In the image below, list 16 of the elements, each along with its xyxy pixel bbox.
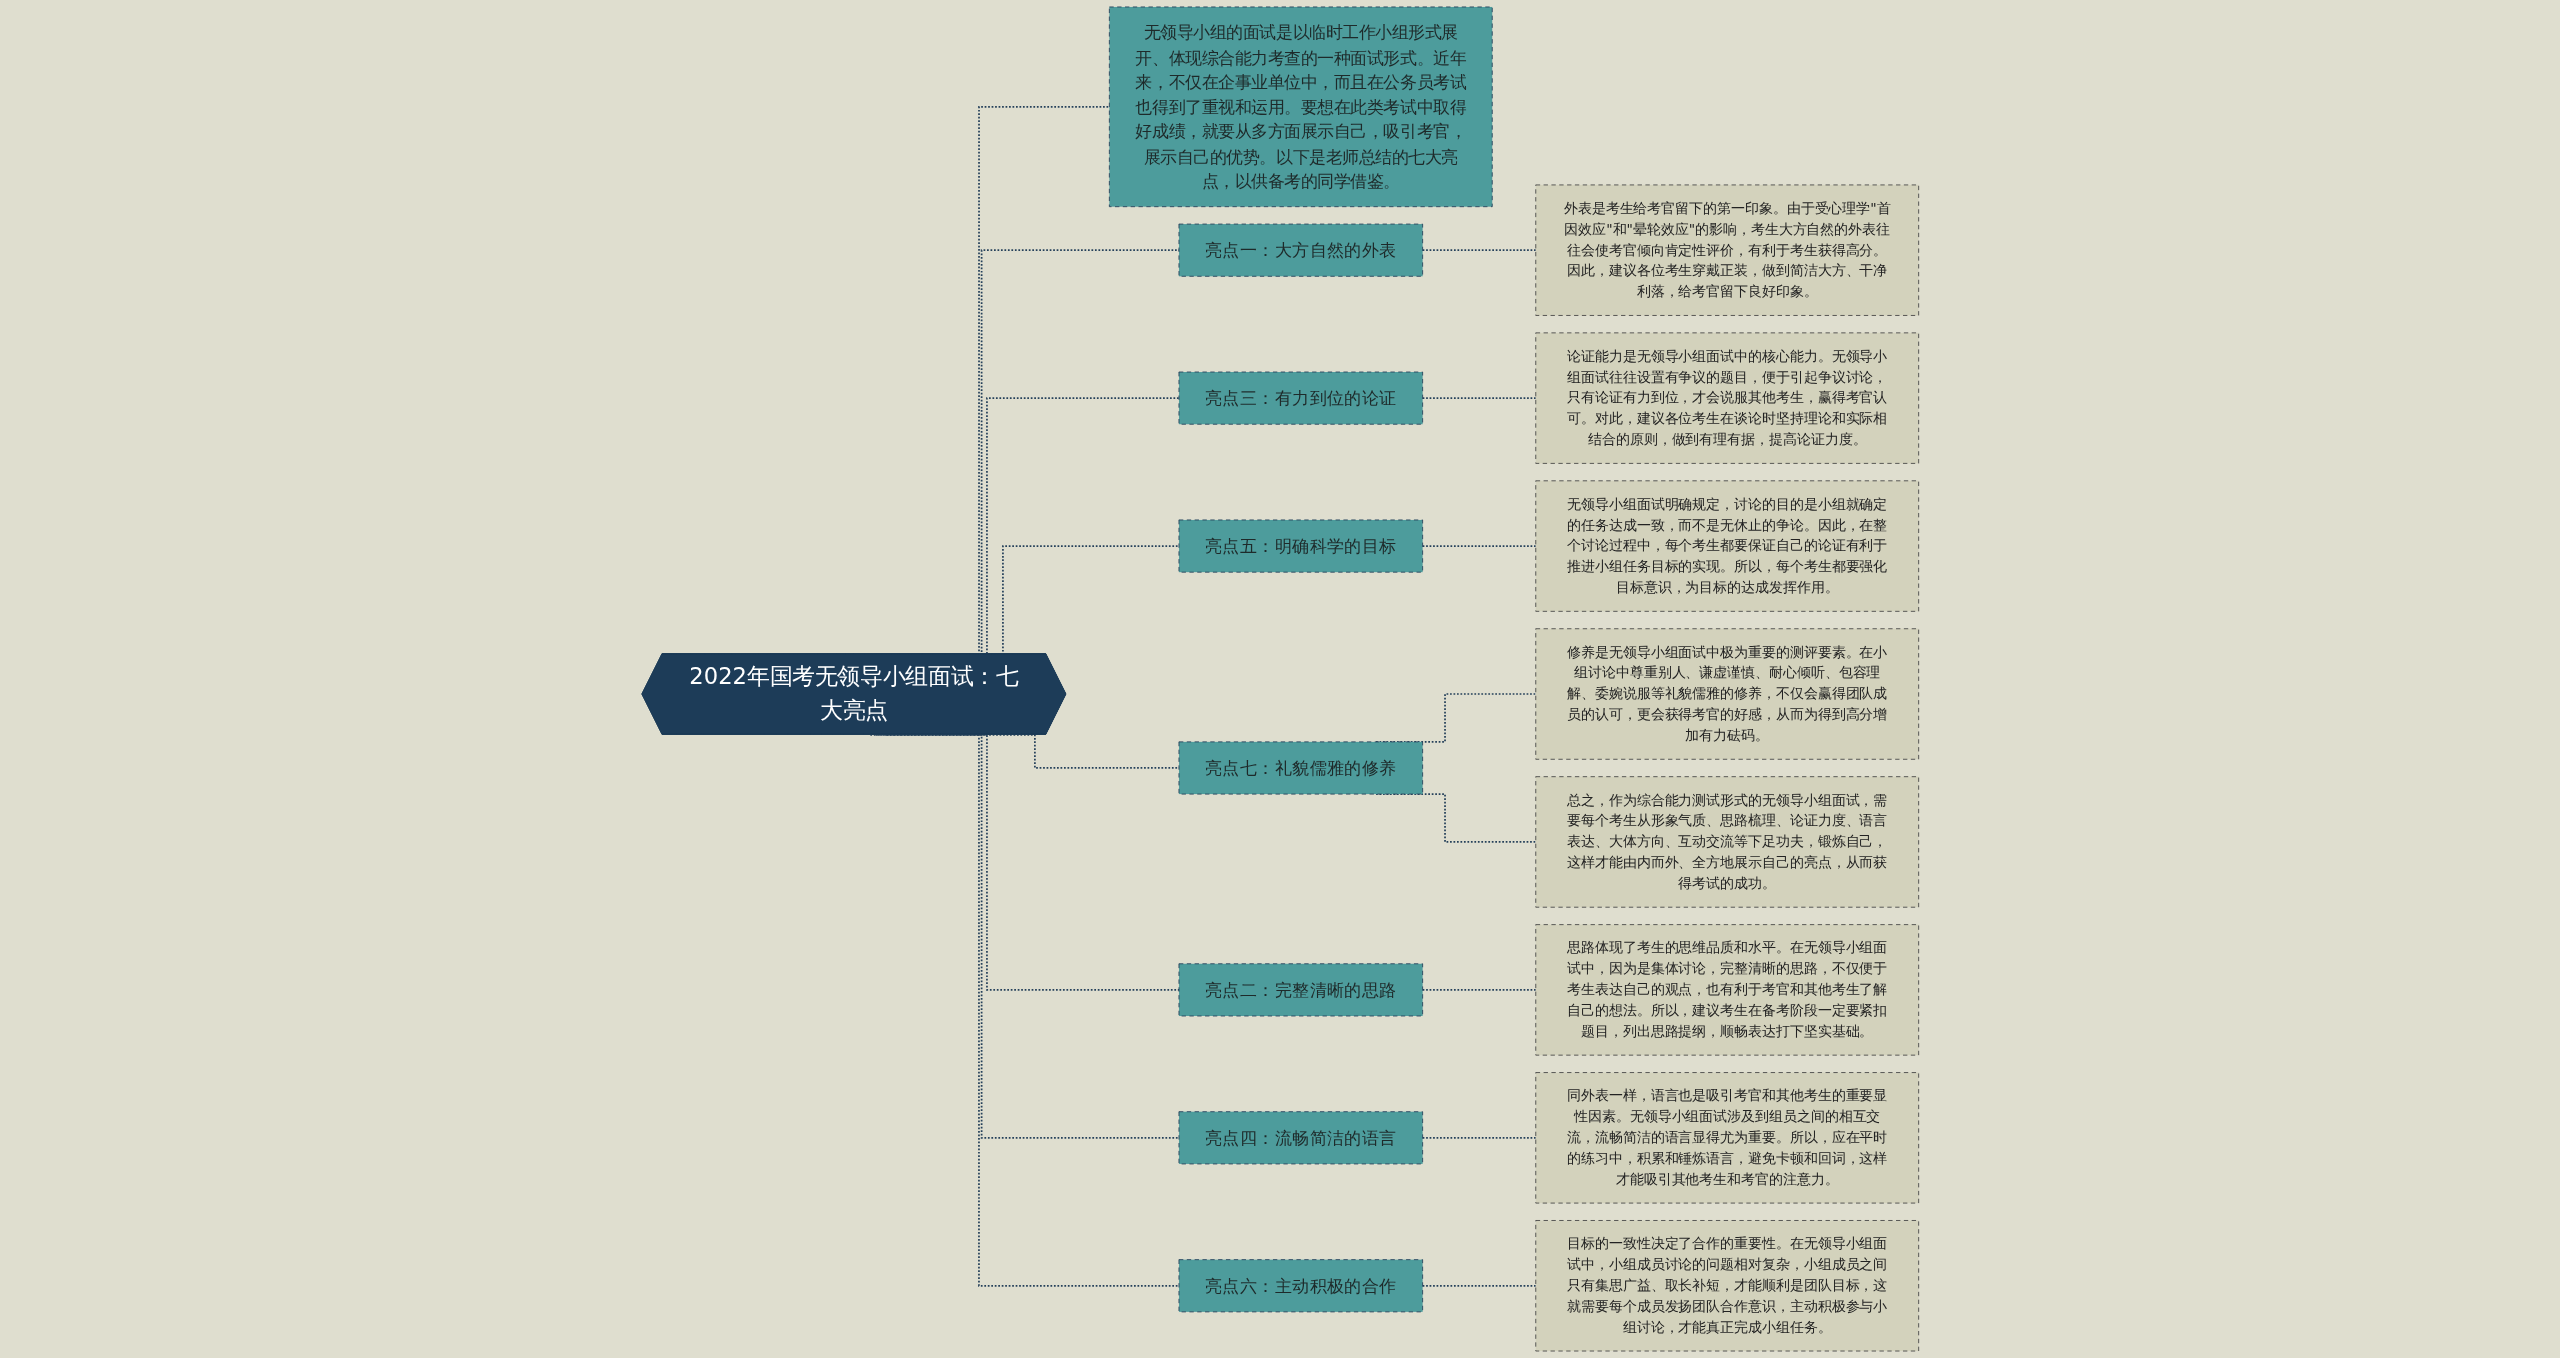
node-box: 修养是无领导小组面试中极为重要的测评要素。在小组讨论中尊重别人、谦虚谨慎、耐心倾听、包容理解、委婉说服等礼貌儒雅的修养，不仅会赢得团队成员的认可，更会获得考官的好感，从而为得到高分增加有力砝码。 <box>1535 628 1919 760</box>
node-box: 亮点三：有力到位的论证 <box>1178 371 1423 425</box>
node-box: 亮点五：明确科学的目标 <box>1178 519 1423 573</box>
node-box: 亮点四：流畅简洁的语言 <box>1178 1111 1423 1165</box>
node-box: 目标的一致性决定了合作的重要性。在无领导小组面试中，小组成员讨论的问题相对复杂，小组成员之间只有集思广益、取长补短，才能顺利是团队目标，这就需要每个成员发扬团队合作意识，主动积极参与小组讨论，才能真正完成小组任务。 <box>1535 1220 1919 1352</box>
node-box: 亮点二：完整清晰的思路 <box>1178 963 1423 1017</box>
node-box: 论证能力是无领导小组面试中的核心能力。无领导小组面试往往设置有争议的题目，便于引起争议讨论，只有论证有力到位，才会说服其他考生，赢得考官认可。对此，建议各位考生在谈论时坚持理论和实际相结合的原则，做到有理有据，提高论证力度。 <box>1535 332 1919 464</box>
node-box: 总之，作为综合能力测试形式的无领导小组面试，需要每个考生从形象气质、思路梳理、论证力度、语言表达、大体方向、互动交流等下足功夫，锻炼自己，这样才能由内而外、全方地展示自己的亮点，从而获得考试的成功。 <box>1535 776 1919 908</box>
node-box: 亮点七：礼貌儒雅的修养 <box>1178 741 1423 795</box>
node-box: 外表是考生给考官留下的第一印象。由于受心理学"首因效应"和"晕轮效应"的影响，考生大方自然的外表往往会使考官倾向肯定性评价，有利于考生获得高分。因此，建议各位考生穿戴正装，做到简洁大方、干净利落，给考官留下良好印象。 <box>1535 184 1919 316</box>
node-box: 亮点六：主动积极的合作 <box>1178 1259 1423 1313</box>
node-box: 无领导小组的面试是以临时工作小组形式展开、体现综合能力考查的一种面试形式。近年来，不仅在企事业单位中，而且在公务员考试也得到了重视和运用。要想在此类考试中取得好成绩，就要从多方面展示自己，吸引考官，展示自己的优势。以下是老师总结的七大亮点，以供备考的同学借鉴。 <box>1108 6 1493 208</box>
node-box: 亮点一：大方自然的外表 <box>1178 223 1423 277</box>
node-box: 无领导小组面试明确规定，讨论的目的是小组就确定的任务达成一致，而不是无休止的争论。因此，在整个讨论过程中，每个考生都要保证自己的论证有利于推进小组任务目标的实现。所以，每个考生都要强化目标意识，为目标的达成发挥作用。 <box>1535 480 1919 612</box>
node-box: 思路体现了考生的思维品质和水平。在无领导小组面试中，因为是集体讨论，完整清晰的思路，不仅便于考生表达自己的观点，也有利于考官和其他考生了解自己的想法。所以，建议考生在备考阶段一定要紧扣题目，列出思路提纲，顺畅表达打下坚实基础。 <box>1535 924 1919 1056</box>
node-box: 同外表一样，语言也是吸引考官和其他考生的重要显性因素。无领导小组面试涉及到组员之间的相互交流，流畅简洁的语言显得尤为重要。所以，应在平时的练习中，积累和锤炼语言，避免卡顿和回词，这样才能吸引其他考生和考官的注意力。 <box>1535 1072 1919 1204</box>
